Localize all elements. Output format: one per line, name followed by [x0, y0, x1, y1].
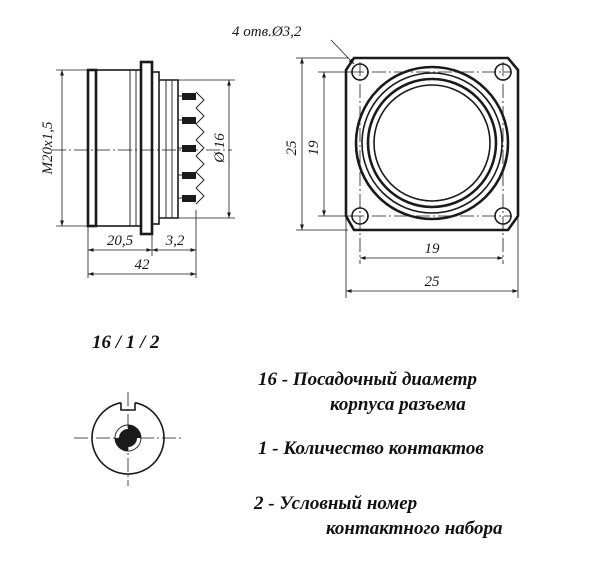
legend-line-1: 16 - Посадочный диаметр — [258, 369, 477, 390]
body-length-label: 20,5 — [107, 233, 134, 249]
hole-pitch-horizontal-label: 19 — [425, 241, 441, 257]
bore-dim-label: Ø 16 — [212, 133, 228, 164]
total-length-label: 42 — [135, 257, 151, 273]
contact-arrangement-symbol — [74, 392, 184, 486]
legend-line-4: 2 - Условный номер — [254, 493, 418, 514]
hole-pitch-vertical-label: 19 — [306, 140, 322, 156]
holes-callout-label: 4 отв.Ø3,2 — [232, 24, 302, 40]
side-view: M20x1,5 Ø 16 20,5 3,2 42 — [40, 60, 235, 278]
legend-line-5: контактного набора — [326, 518, 503, 539]
flange-thickness-label: 3,2 — [165, 233, 185, 249]
legend-line-3: 1 - Количество контактов — [258, 438, 484, 459]
front-view: 4 отв.Ø3,2 25 19 19 25 — [232, 24, 520, 298]
contact-pins — [178, 93, 196, 202]
flange-height-label: 25 — [284, 140, 300, 156]
flange-width-label: 25 — [425, 274, 441, 290]
mounting-holes — [351, 63, 512, 225]
thread-dim-label: M20x1,5 — [40, 121, 56, 175]
legend-line-2: корпуса разъема — [330, 394, 466, 415]
code-label: 16 / 1 / 2 — [92, 332, 160, 353]
